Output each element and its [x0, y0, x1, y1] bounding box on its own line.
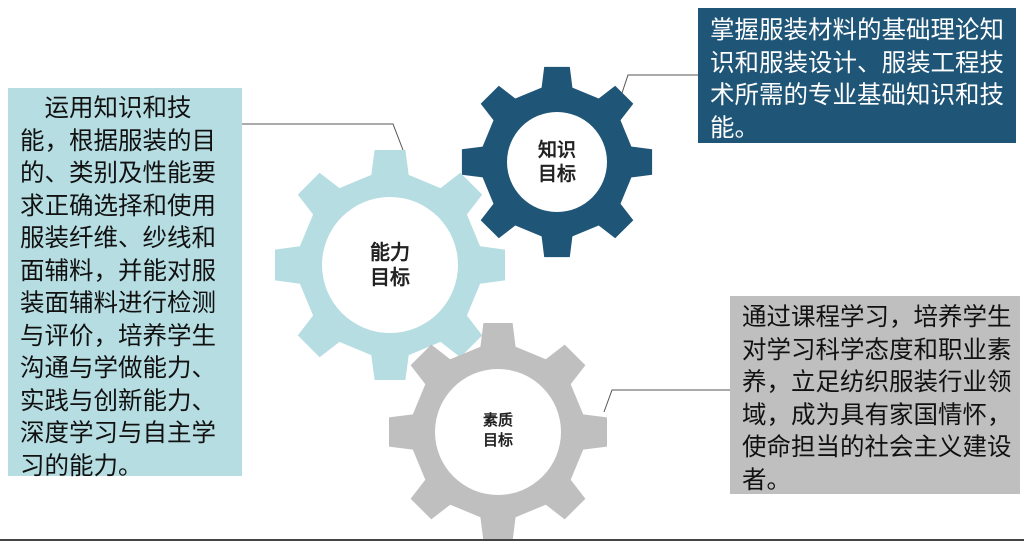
- connector-quality: [603, 389, 730, 413]
- knowledge-description-box: 掌握服装材料的基础理论知识和服装设计、服装工程技术所需的专业基础知识和技能。: [698, 8, 1016, 143]
- label-line: 素质: [482, 411, 514, 429]
- label-line: 知识: [537, 139, 577, 161]
- ability-gear-icon: [275, 150, 505, 380]
- knowledge-gear-icon: [461, 66, 653, 258]
- bottom-divider: [0, 539, 1024, 541]
- label-line: 目标: [370, 265, 410, 289]
- label-line: 目标: [482, 431, 514, 449]
- quality-description-box: 通过课程学习，培养学生对学习科学态度和职业素养，立足纺织服装行业领域，成为具有家…: [730, 296, 1020, 494]
- connector-knowledge: [620, 74, 698, 97]
- ability-gear-label: 能力 目标: [370, 240, 410, 290]
- label-line: 能力: [370, 240, 410, 264]
- connector-ability: [242, 123, 404, 151]
- label-line: 目标: [537, 163, 577, 185]
- quality-gear-icon: [389, 323, 607, 541]
- ability-description-box: 运用知识和技能，根据服装的目的、类别及性能要求正确选择和使用服装纤维、纱线和面辅…: [8, 88, 242, 480]
- quality-gear-label: 素质 目标: [483, 410, 513, 450]
- knowledge-gear-label: 知识 目标: [538, 138, 576, 186]
